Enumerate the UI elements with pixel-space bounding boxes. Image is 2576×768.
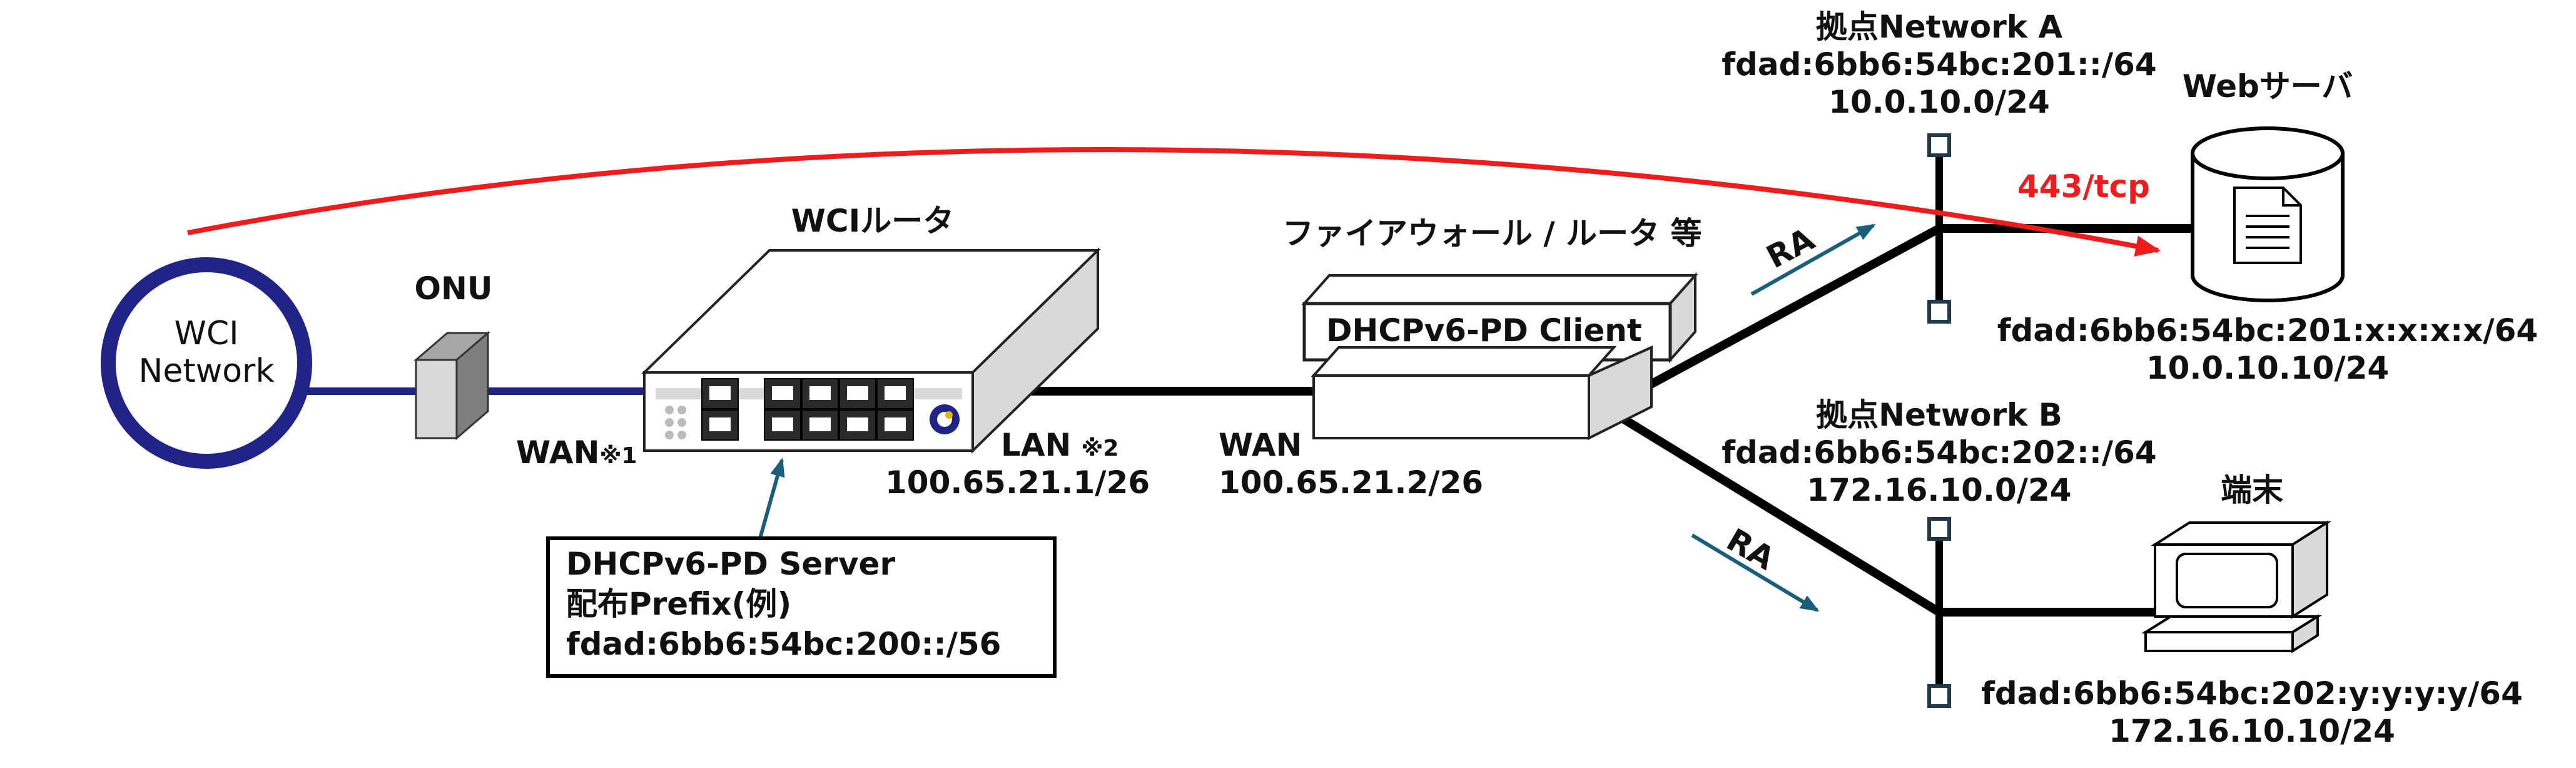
lan-ip: 100.65.21.1/26: [885, 464, 1150, 501]
wci-network-line2: Network: [138, 352, 274, 390]
network-a-ipv4: 10.0.10.0/24: [1828, 84, 2050, 120]
terminal-icon: [2141, 520, 2331, 653]
network-a-prefix: fdad:6bb6:54bc:201::/64: [1722, 46, 2156, 83]
ra-top-arrow: [1750, 223, 1876, 296]
network-a-terminator-bottom: [1927, 300, 1951, 324]
terminal-ipv4: 172.16.10.10/24: [2109, 713, 2395, 749]
onu-device: [413, 330, 491, 441]
web-server-ipv4: 10.0.10.10/24: [2146, 350, 2389, 386]
link-firewall-network-b: [1611, 409, 1942, 616]
onu-label: ONU: [415, 270, 493, 307]
network-b-terminator-bottom: [1927, 684, 1951, 708]
network-b-ipv4: 172.16.10.0/24: [1807, 472, 2071, 508]
wci-network-line1: WCI: [174, 315, 238, 352]
network-b-terminator-top: [1927, 517, 1951, 541]
link-firewall-network-a: [1624, 224, 1942, 402]
dhcp-server-box: [546, 536, 1057, 678]
web-server-icon: [2191, 126, 2345, 302]
terminal-ipv6: fdad:6bb6:54bc:202:y:y:y:y/64: [1981, 675, 2523, 712]
wan-right-label: WAN: [1219, 427, 1302, 463]
wan-right-ip: 100.65.21.2/26: [1219, 464, 1483, 501]
firewall-label: ファイアウォール / ルータ 等: [1282, 215, 1701, 252]
ra-top-label: RA: [1761, 221, 1821, 276]
web-server-label: Webサーバ: [2183, 68, 2353, 105]
network-b-prefix: fdad:6bb6:54bc:202::/64: [1722, 434, 2156, 471]
wci-router-label: WCIルータ: [791, 203, 954, 239]
wci-network-node: WCI Network: [101, 257, 312, 469]
dhcp-server-line2: 配布Prefix(例): [566, 586, 791, 622]
network-a-name: 拠点Network A: [1816, 9, 2063, 45]
lan-label: LAN※2: [1001, 427, 1118, 463]
wan-left-label: WAN※1: [516, 434, 637, 471]
web-server-port: 443/tcp: [2017, 168, 2150, 205]
web-server-ipv6: fdad:6bb6:54bc:201:x:x:x:x/64: [1997, 312, 2538, 349]
dhcp-server-pointer: [758, 458, 785, 539]
wci-traffic-path: [187, 146, 2161, 257]
ra-bottom-label: RA: [1721, 521, 1781, 577]
dhcp-server-line1: DHCPv6-PD Server: [566, 546, 895, 582]
wci-router-device: [641, 247, 1101, 454]
ra-bottom-arrow: [1691, 533, 1820, 612]
firewall-device: [1301, 272, 1698, 441]
dhcp-server-line3: fdad:6bb6:54bc:200::/56: [566, 626, 1001, 662]
dhcp-client-label: DHCPv6-PD Client: [1326, 312, 1642, 349]
network-a-terminator-top: [1927, 133, 1951, 157]
network-b-name: 拠点Network B: [1816, 397, 2062, 433]
terminal-label: 端末: [2221, 472, 2283, 508]
